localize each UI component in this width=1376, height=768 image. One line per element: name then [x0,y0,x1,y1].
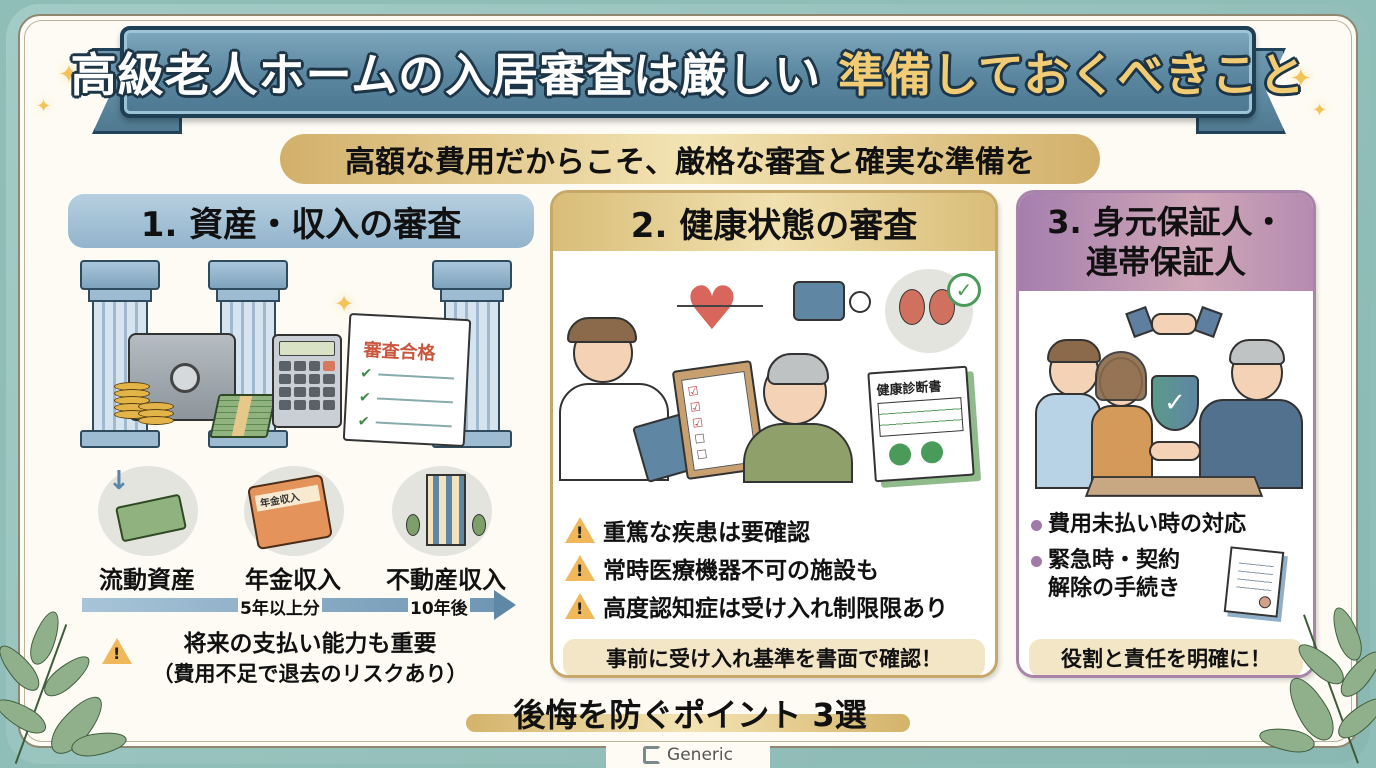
footer-title: 後悔を防ぐポイント 3選 [513,696,867,734]
section-3-heading-line-2: 連帯保証人 [1085,243,1246,281]
section-3-card: 3. 身元保証人・ 連帯保証人 ✓ 費用未払い時の対応 緊急時・契約解除の手続き… [1016,190,1316,678]
bullet-text: 費用未払い時の対応 [1048,512,1247,537]
cash-icon: ↓ [98,466,198,556]
handshake-center-icon [1149,441,1201,461]
contract-document-icon [1223,546,1285,618]
health-bullet-item: 常時医療機器不可の施設も [565,549,948,587]
pension-book-icon: 年金収入 [244,466,344,556]
family-woman-hair [1095,351,1147,401]
bullet-text-line-1: 緊急時・契約 [1048,548,1181,573]
income-label-pension: 年金収入 [245,566,341,594]
patient-hair [767,353,829,385]
family-man-hair [1047,339,1101,363]
coins-icon [138,402,174,425]
brand-badge: Generic [606,742,770,768]
health-bullet-list: 重篤な疾患は要確認 常時医療機器不可の施設も 高度認知症は受け入れ制限限あり [565,511,948,625]
calculator-icon [272,334,342,428]
patient-body-icon [743,423,853,483]
warning-icon [565,555,595,581]
section-3-heading: 3. 身元保証人・ 連帯保証人 [1019,193,1313,291]
warning-line-2: （費用不足で退去のリスクあり） [152,662,468,686]
warning-icon [565,593,595,619]
bullet-text: 常時医療機器不可の施設も [603,558,879,584]
guarantor-bullet-item: 緊急時・契約解除の手続き [1031,547,1246,603]
sparkle-icon: ✦ [1312,100,1328,121]
warning-icon [565,517,595,543]
heartbeat-line [677,305,763,307]
health-certificate-label: 健康診断書 [876,379,943,399]
blood-pressure-cuff-icon [793,281,845,321]
bullet-text-line-2: 解除の手続き [1048,576,1181,601]
page-title: 高級老人ホームの入居審査は厳しい 準備しておくべきこと [71,39,1306,105]
section-1-heading: 1. 資産・収入の審査 [68,194,534,248]
bullet-text: 緊急時・契約解除の手続き [1048,547,1180,603]
bullet-dot-icon [1031,556,1042,567]
sparkle-icon: ✦ [36,96,52,117]
bullet-dot-icon [1031,520,1042,531]
bullet-text: 重篤な疾患は要確認 [603,520,810,546]
bullet-text: 高度認知症は受け入れ制限限あり [603,596,948,622]
section-2-card: 2. 健康状態の審査 ♥ ✓ ☑☑☑☐☐ 健康診断書 重篤な疾患は要確認 常時医… [550,190,998,678]
approval-document-icon: 審査合格 ✔ ✔ ✔ [342,312,472,448]
doctor-hair [567,317,637,343]
section-3-heading-line-1: 3. 身元保証人・ [1047,203,1285,241]
footer-pill [466,714,910,732]
brand-name: Generic [667,745,733,765]
elder-hair [1229,339,1285,365]
income-label-real-estate: 不動産収入 [386,566,506,594]
pressure-gauge-icon [849,291,871,313]
section-2-heading: 2. 健康状態の審査 [553,193,995,251]
check-circle-icon: ✓ [947,273,981,307]
title-accent: 準備しておくべきこと [838,48,1306,102]
warning-icon [102,638,132,668]
guarantor-bullet-item: 費用未払い時の対応 [1031,511,1246,539]
coins-icon [114,382,150,419]
handshake-icon [1125,303,1223,339]
timeline-label-10yr: 10年後 [408,594,470,619]
heart-icon: ♥ [685,274,739,344]
sparkle-icon: ✦ [334,290,355,318]
sparkle-icon: ✦ [58,60,80,90]
cash-stack-icon [209,394,277,438]
timeline-arrow-icon [494,590,516,620]
section-3-note: 役割と責任を明確に！ [1029,639,1303,675]
title-main: 高級老人ホームの入居審査は厳しい [70,48,822,102]
pension-book-label: 年金収入 [254,484,321,512]
title-banner: 高級老人ホームの入居審査は厳しい 準備しておくべきこと [71,26,1304,118]
shield-check-icon: ✓ [1151,375,1199,431]
health-certificate-icon: 健康診断書 [867,365,975,483]
desk-icon [1084,476,1264,497]
timeline-label-5yr: 5年以上分 [238,594,322,619]
future-payment-warning: 将来の支払い能力も重要 （費用不足で退去のリスクあり） [100,624,520,688]
health-bullet-item: 高度認知症は受け入れ制限限あり [565,587,948,625]
income-label-liquid-assets: 流動資産 [99,566,195,594]
family-man-body [1035,393,1101,489]
subtitle-pill: 高額な費用だからこそ、厳格な審査と確実な準備を [280,134,1100,184]
building-icon [392,466,492,556]
sparkle-icon: ✦ [1290,64,1312,94]
guarantor-bullet-list: 費用未払い時の対応 緊急時・契約解除の手続き [1031,511,1246,611]
warning-line-1: 将来の支払い能力も重要 [183,631,437,657]
approval-label: 審査合格 [362,339,436,365]
brand-logo-icon [643,746,662,764]
health-bullet-item: 重篤な疾患は要確認 [565,511,948,549]
section-2-note: 事前に受け入れ基準を書面で確認！ [563,639,985,675]
